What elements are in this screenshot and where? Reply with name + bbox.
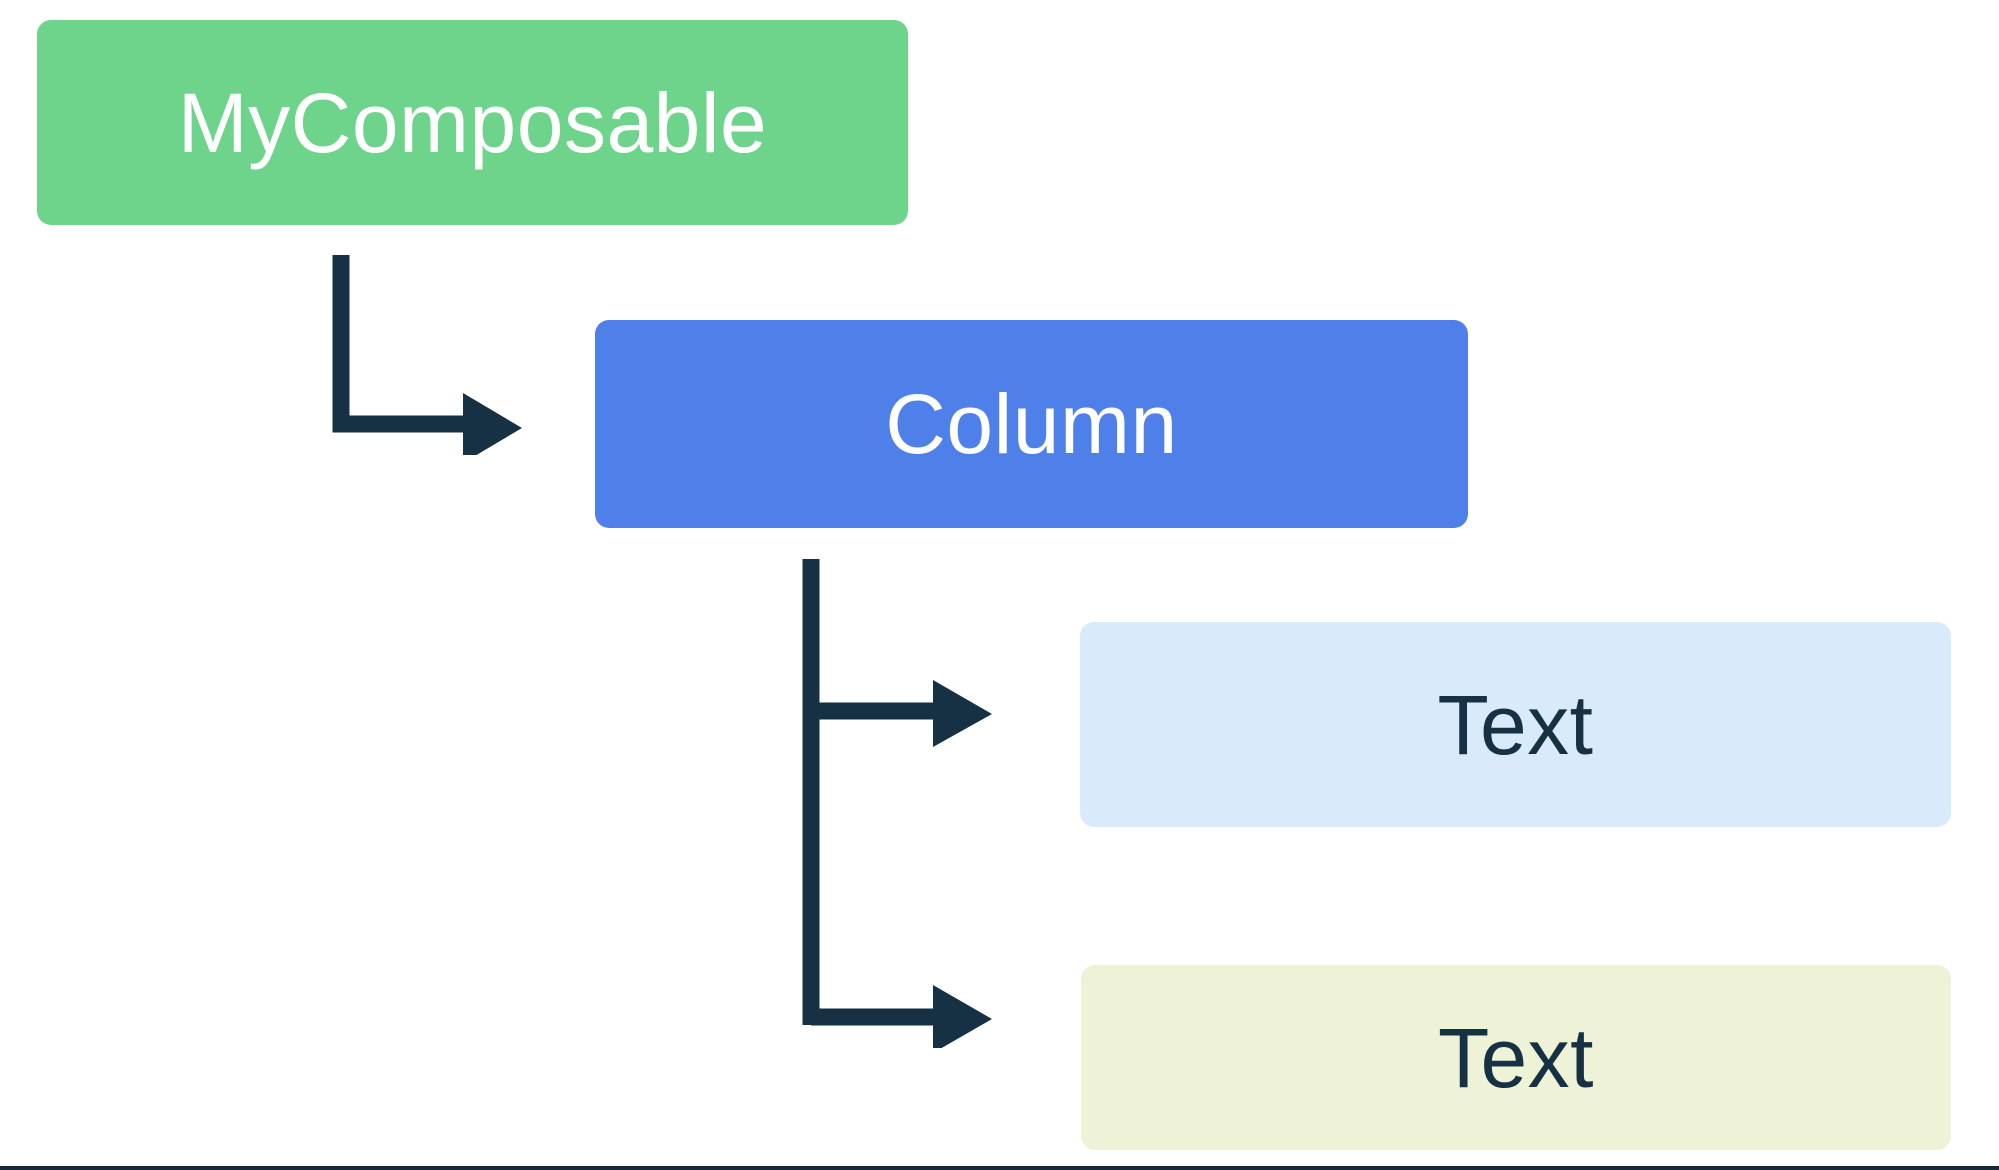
node-column-label: Column — [885, 377, 1178, 471]
connector-mycomposable-to-column — [332, 255, 522, 455]
node-column[interactable]: Column — [595, 320, 1468, 528]
node-mycomposable-label: MyComposable — [177, 75, 768, 170]
arrowhead-to-column — [463, 393, 522, 455]
node-mycomposable[interactable]: MyComposable — [37, 20, 908, 225]
connector-column-to-children — [802, 559, 992, 1048]
node-text-1[interactable]: Text — [1080, 622, 1951, 827]
node-text-2[interactable]: Text — [1081, 965, 1951, 1150]
arrowhead-to-text-1 — [933, 680, 992, 747]
node-text-1-label: Text — [1437, 677, 1594, 772]
connector-root-line — [332, 255, 480, 433]
bottom-divider — [0, 1166, 1999, 1170]
arrowhead-to-text-2 — [933, 985, 992, 1048]
node-text-2-label: Text — [1437, 1010, 1595, 1105]
